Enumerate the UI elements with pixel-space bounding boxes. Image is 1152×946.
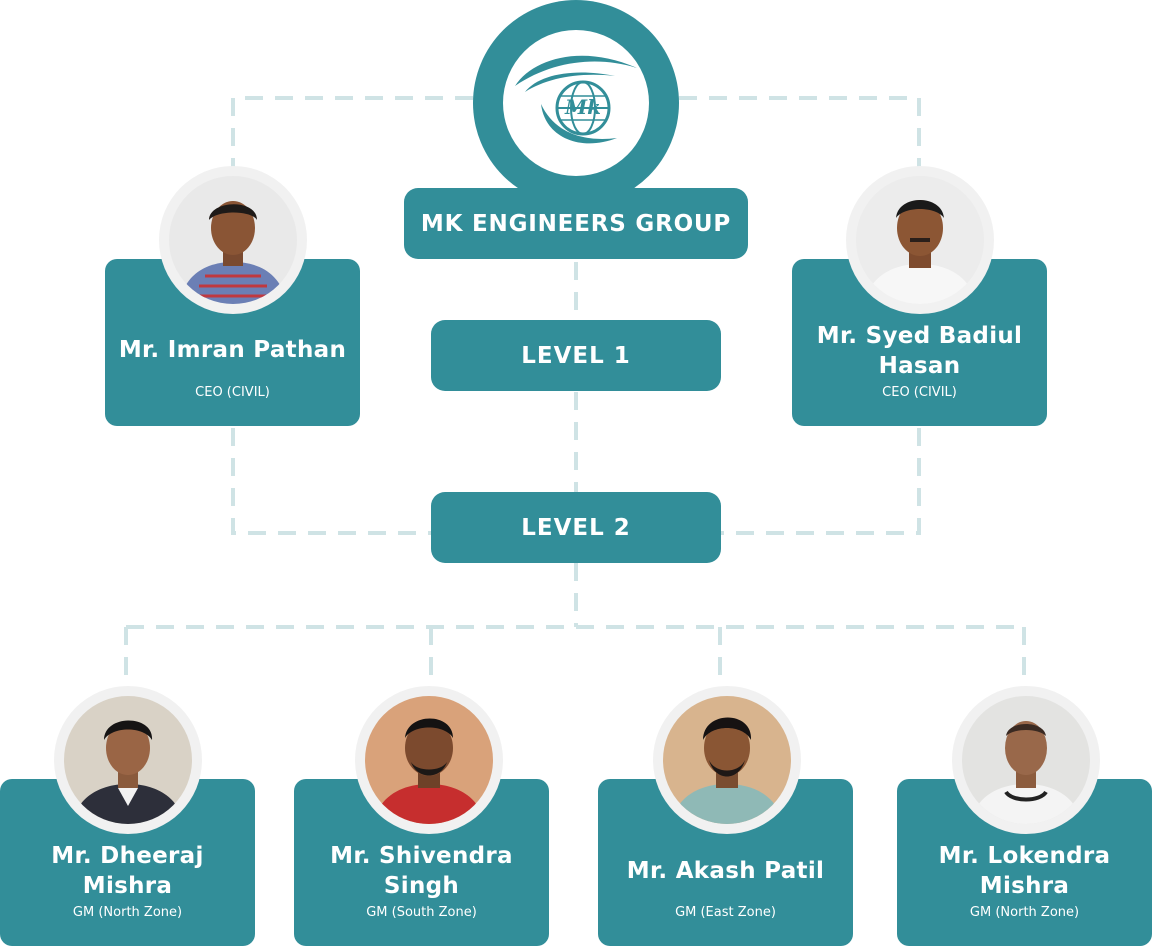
person-photo-icon [962,696,1090,824]
person-role: GM (North Zone) [72,905,183,920]
person-card-shivendra-singh: Mr. Shivendra Singh GM (South Zone) [294,779,549,946]
person-name: Mr. Syed Badiul Hasan [816,323,1023,379]
connector-top-left [231,96,473,170]
connector-left-level2 [231,428,431,535]
person-role: CEO (CIVIL) [195,385,270,400]
person-name: Mr. Lokendra Mishra [938,843,1111,899]
company-name-badge: MK ENGINEERS GROUP [404,188,748,259]
person-photo-icon [663,696,791,824]
person-photo-icon [64,696,192,824]
company-logo: Mk [473,0,679,206]
person-photo-icon [856,176,984,304]
svg-text:Mk: Mk [564,95,601,119]
connector-right-level2 [721,428,921,535]
person-name: Mr. Imran Pathan [118,337,347,363]
person-name: Mr. Shivendra Singh [330,843,513,899]
avatar-imran-pathan [169,176,297,304]
level-1-badge: LEVEL 1 [431,320,721,391]
connector-top-right [679,96,921,170]
person-card-lokendra-mishra: Mr. Lokendra Mishra GM (North Zone) [897,779,1152,946]
avatar-dheeraj-mishra [64,696,192,824]
person-role: GM (East Zone) [675,905,776,920]
avatar-syed-badiul-hasan [856,176,984,304]
person-name: Mr. Dheeraj Mishra [51,843,204,899]
mk-globe-eye-logo-icon: Mk [515,55,637,144]
level-2-badge: LEVEL 2 [431,492,721,563]
avatar-akash-patil [663,696,791,824]
person-name: Mr. Akash Patil [626,858,825,884]
avatar-lokendra-mishra [962,696,1090,824]
person-role: GM (South Zone) [366,905,477,920]
person-role: CEO (CIVIL) [882,385,957,400]
person-photo-icon [365,696,493,824]
avatar-shivendra-singh [365,696,493,824]
person-role: GM (North Zone) [969,905,1080,920]
person-photo-icon [169,176,297,304]
